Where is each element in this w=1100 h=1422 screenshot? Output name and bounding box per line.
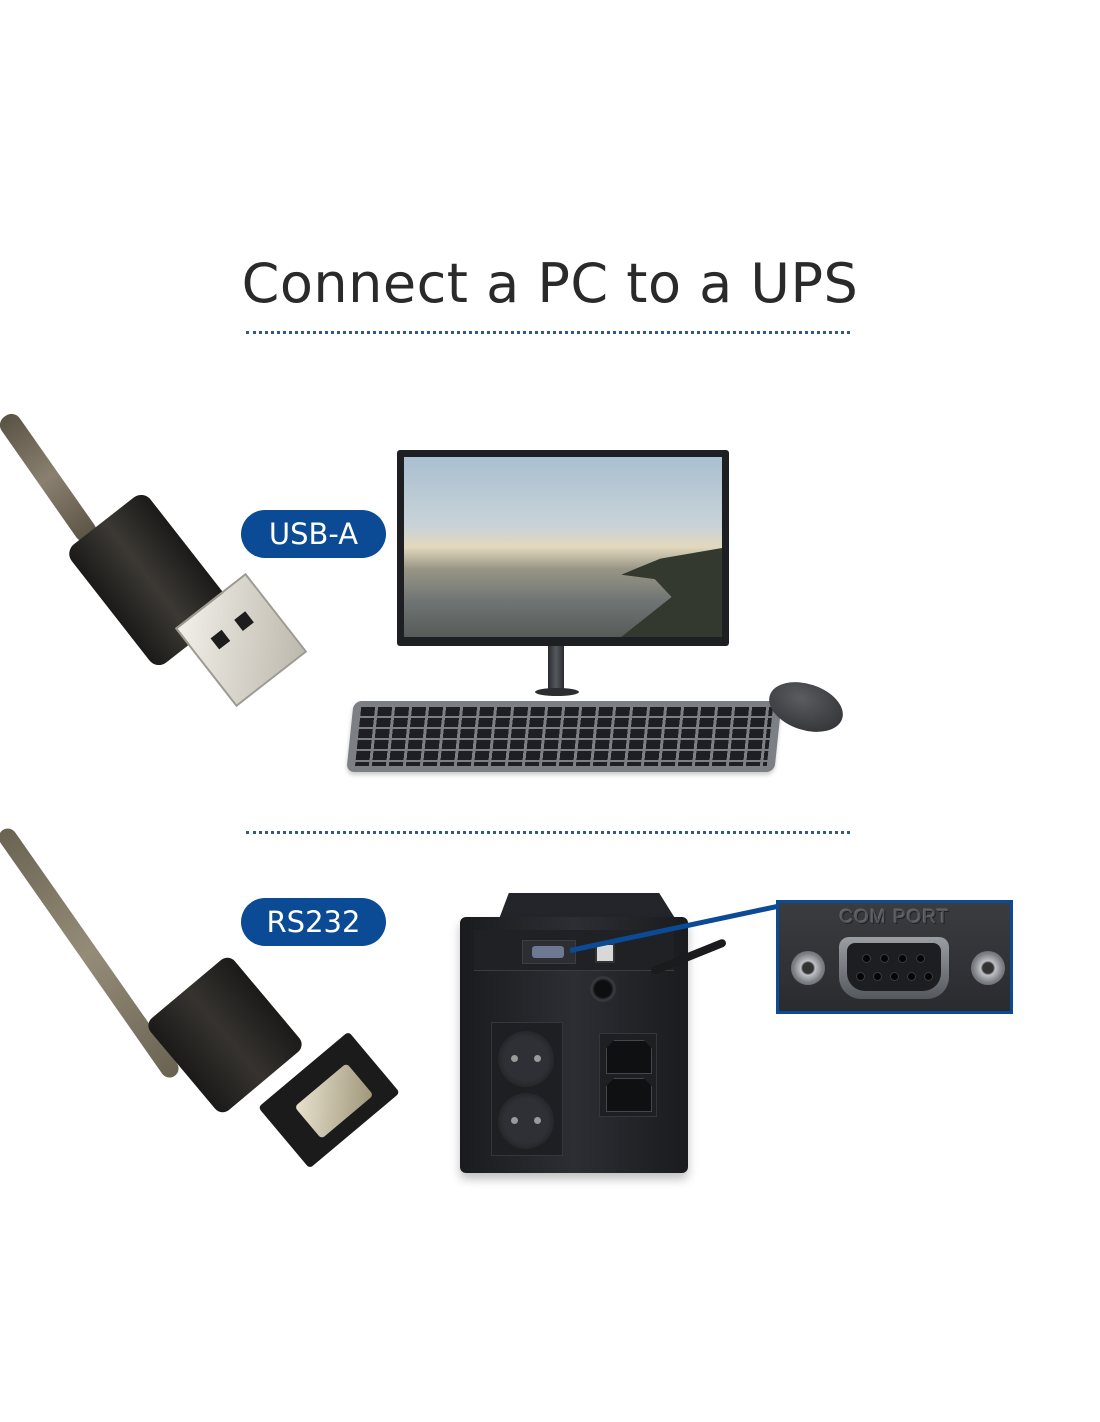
divider-top: [246, 331, 850, 334]
monitor-stand-base: [535, 688, 579, 696]
usb-a-badge: USB-A: [241, 510, 386, 558]
ups-breaker-button-icon: [590, 976, 616, 1002]
serial-cable-icon: [0, 825, 183, 1082]
com-port-callout: COM PORT: [776, 900, 1013, 1014]
page-title: Connect a PC to a UPS: [241, 252, 859, 315]
divider-middle: [246, 831, 850, 834]
usb-a-badge-label: USB-A: [268, 517, 359, 551]
hex-standoff-right-icon: [971, 951, 1005, 985]
monitor-stand-icon: [548, 646, 564, 690]
rs232-badge: RS232: [241, 898, 386, 946]
keyboard-icon: [346, 701, 782, 772]
db9-female-port-icon: [839, 937, 949, 999]
com-port-label: COM PORT: [839, 907, 950, 928]
ups-serial-port-highlight: [532, 946, 564, 958]
rs232-badge-label: RS232: [266, 905, 361, 939]
hex-standoff-left-icon: [791, 951, 825, 985]
iec-outlets-icon: [599, 1033, 657, 1117]
schuko-outlets-icon: [491, 1022, 563, 1156]
